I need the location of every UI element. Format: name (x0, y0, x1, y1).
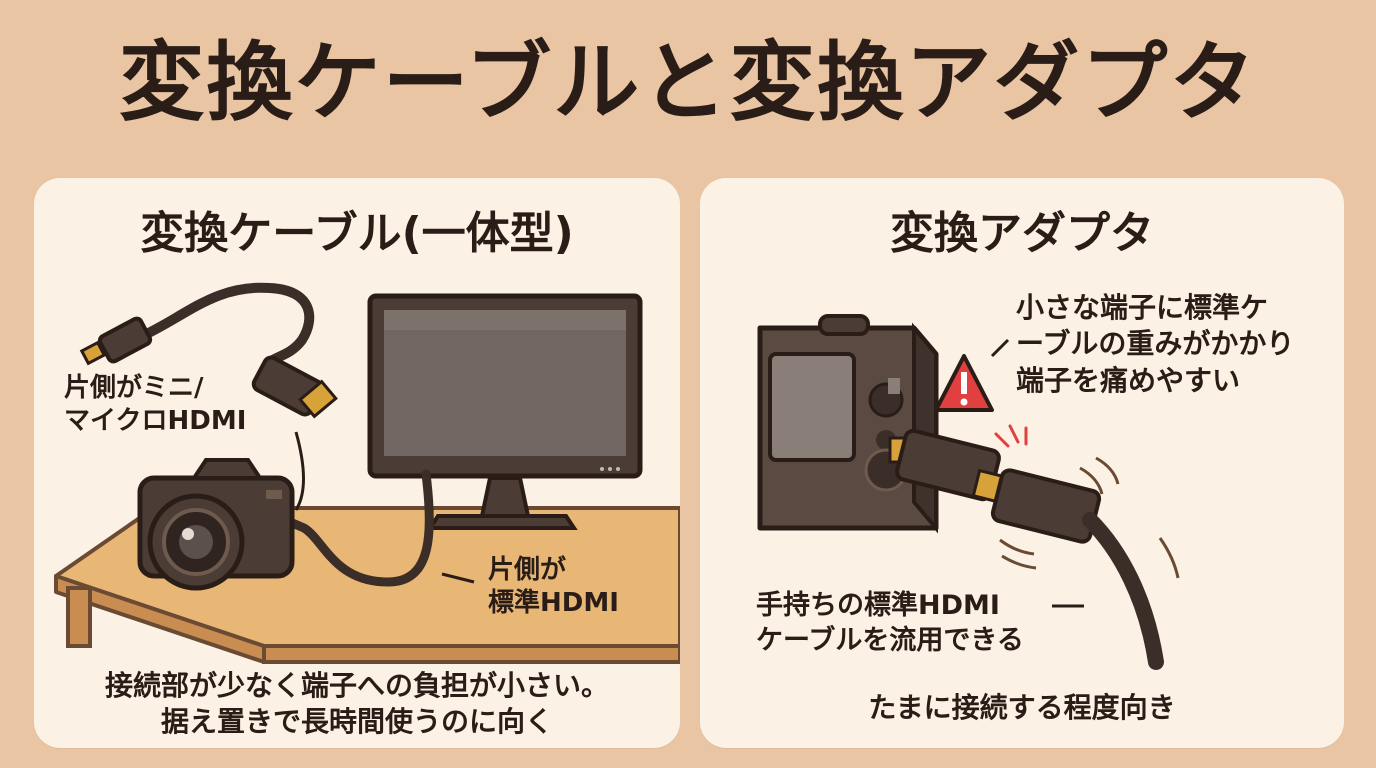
camera-icon (757, 314, 939, 534)
monitor-icon (367, 293, 643, 530)
cable-panel: 変換ケーブル(一体型) (34, 178, 680, 748)
camera-icon (137, 458, 295, 591)
standard-hdmi-label: 片側が 標準HDMI (488, 555, 619, 619)
cable-caption: 接続部が少なく端子への負担が小さい。 据え置きで長時間使うのに向く (104, 669, 609, 739)
adapter-panel: 変換アダプタ (700, 178, 1344, 748)
main-title: 変換ケーブルと変換アダプタ (118, 33, 1258, 133)
hdmi-adapter-illustration (895, 428, 1164, 670)
adapter-panel-title: 変換アダプタ (890, 208, 1154, 259)
warning-label: 小さな端子に標準ケ ーブルの重みがかかり 端子を痛めやすい (1016, 291, 1295, 397)
mini-hdmi-label: 片側がミニ/ マイクロHDMI (64, 373, 247, 437)
adapter-illustration (757, 314, 1180, 670)
cable-panel-title: 変換ケーブル(一体型) (140, 208, 574, 259)
reuse-cable-label: 手持ちの標準HDMI ケーブルを流用できる (756, 590, 1024, 657)
adapter-caption: たまに接続する程度向き (868, 691, 1176, 724)
cable-illustration (54, 282, 680, 664)
warning-icon (934, 354, 994, 412)
hdmi-cable-illustration (79, 282, 338, 419)
